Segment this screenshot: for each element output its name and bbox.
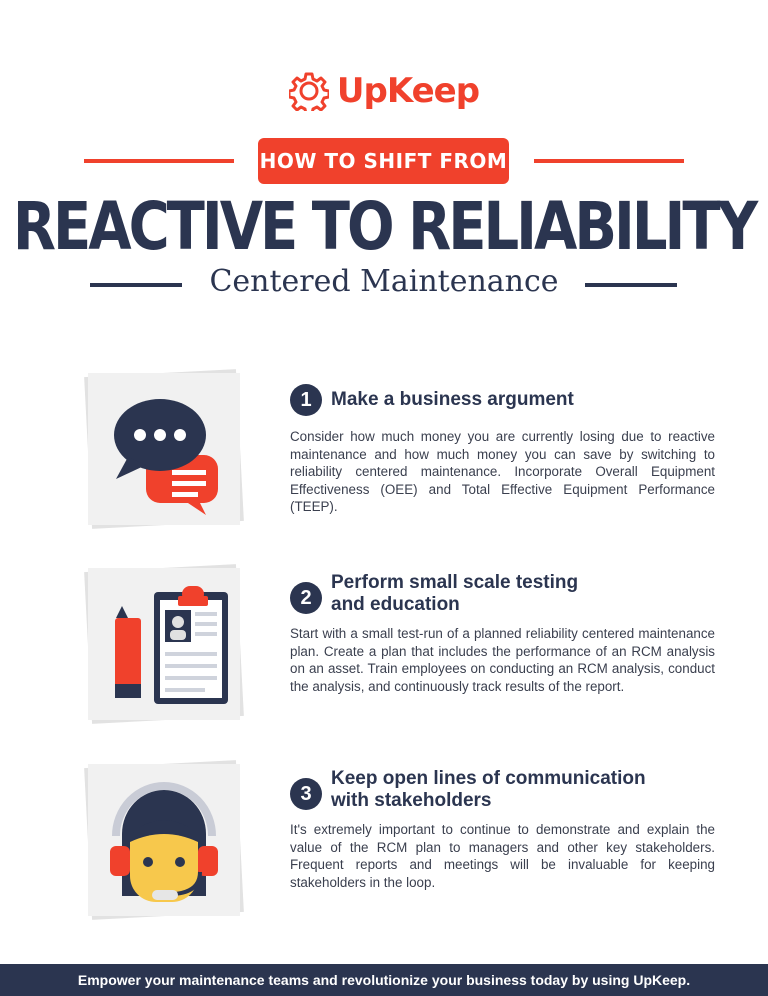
step-3-title: Keep open lines of communication with st… xyxy=(331,768,646,811)
clipboard-icon xyxy=(115,586,228,704)
step-2-illustration-card xyxy=(84,564,244,724)
step-2-number: 2 xyxy=(290,582,322,614)
brand-logo: UpKeep xyxy=(0,66,768,116)
page-title: REACTIVE TO RELIABILITY xyxy=(12,188,758,266)
footer-text: Empower your maintenance teams and revol… xyxy=(77,972,691,988)
chat-bubbles-icon xyxy=(114,399,218,515)
step-3-body: It's extremely important to continue to … xyxy=(290,822,715,890)
step-2-title: Perform small scale testing and educatio… xyxy=(331,572,579,615)
step-1-illustration-card xyxy=(84,369,244,529)
divider-left-navy xyxy=(90,283,182,287)
step-1-number: 1 xyxy=(290,384,322,416)
page-subtitle: Centered Maintenance xyxy=(209,264,559,299)
header-badge: HOW TO SHIFT FROM xyxy=(258,138,509,184)
step-1-body: Consider how much money you are currentl… xyxy=(290,429,715,514)
gear-icon xyxy=(288,72,329,111)
footer-banner: Empower your maintenance teams and revol… xyxy=(0,964,768,996)
step-3-illustration-card xyxy=(84,760,244,920)
divider-right-red xyxy=(534,159,684,163)
step-1-title: Make a business argument xyxy=(331,389,574,410)
divider-left-red xyxy=(84,159,234,163)
divider-right-navy xyxy=(585,283,677,287)
step-2-body: Start with a small test-run of a planned… xyxy=(290,626,715,694)
headset-agent-icon xyxy=(110,782,218,902)
step-3-number: 3 xyxy=(290,778,322,810)
brand-name: UpKeep xyxy=(336,71,480,111)
